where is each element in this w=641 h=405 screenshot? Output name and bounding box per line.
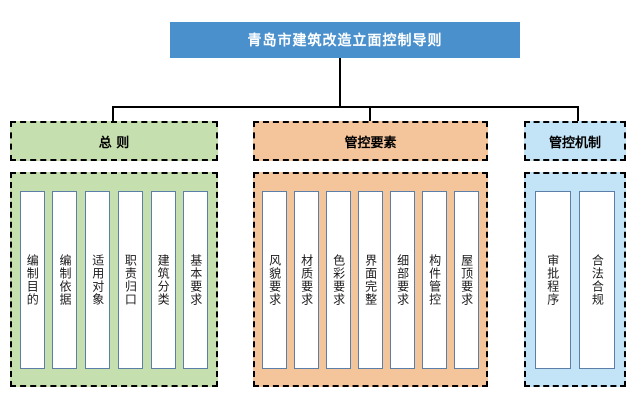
item-column[interactable]: 细部要求 [390, 190, 415, 369]
item-label: 构件管控 [427, 253, 442, 306]
connector-drop-control-mechanism [577, 106, 579, 122]
section-header-general-principles[interactable]: 总 则 [10, 121, 218, 161]
item-label: 审批程序 [545, 253, 560, 306]
item-column[interactable]: 色彩要求 [326, 190, 351, 369]
item-column[interactable]: 基本要求 [183, 190, 209, 369]
item-label: 编制依据 [57, 253, 72, 306]
item-label: 细部要求 [395, 253, 410, 306]
section-body-control-mechanism: 审批程序 合法合规 [524, 172, 626, 387]
item-column[interactable]: 适用对象 [85, 190, 111, 369]
item-label: 适用对象 [90, 253, 105, 306]
section-header-label: 管控机制 [548, 135, 601, 151]
section-header-label: 总 则 [98, 135, 130, 151]
connector-drop-general-principles [112, 106, 114, 122]
item-column[interactable]: 界面完整 [358, 190, 383, 369]
item-label: 职责归口 [123, 253, 138, 306]
section-header-control-mechanism[interactable]: 管控机制 [524, 121, 626, 161]
item-label: 基本要求 [188, 253, 203, 306]
item-label: 色彩要求 [331, 253, 346, 306]
connector-drop-control-elements [369, 106, 371, 122]
connector-trunk-vertical [339, 58, 341, 107]
section-body-control-elements: 风貌要求 材质要求 色彩要求 界面完整 细部要求 构件管控 屋顶要求 [253, 172, 488, 387]
item-label: 屋顶要求 [459, 253, 474, 306]
item-column[interactable]: 屋顶要求 [454, 190, 479, 369]
item-column[interactable]: 风貌要求 [262, 190, 287, 369]
item-label: 合法合规 [590, 253, 605, 306]
item-label: 界面完整 [363, 253, 378, 306]
item-column[interactable]: 编制目的 [19, 190, 45, 369]
item-column[interactable]: 编制依据 [52, 190, 78, 369]
connector-horizontal-bus [112, 106, 579, 108]
diagram-title-text: 青岛市建筑改造立面控制导则 [247, 33, 443, 49]
item-label: 风貌要求 [267, 253, 282, 306]
item-column[interactable]: 材质要求 [294, 190, 319, 369]
item-label: 编制目的 [25, 253, 40, 306]
item-column[interactable]: 构件管控 [422, 190, 447, 369]
section-body-general-principles: 编制目的 编制依据 适用对象 职责归口 建筑分类 基本要求 [10, 172, 218, 387]
item-column[interactable]: 审批程序 [534, 190, 571, 369]
section-header-label: 管控要素 [344, 135, 397, 151]
diagram-title-box: 青岛市建筑改造立面控制导则 [170, 22, 520, 58]
item-column[interactable]: 建筑分类 [150, 190, 176, 369]
item-label: 材质要求 [299, 253, 314, 306]
item-column[interactable]: 合法合规 [579, 190, 616, 369]
item-column[interactable]: 职责归口 [117, 190, 143, 369]
item-label: 建筑分类 [156, 253, 171, 306]
section-header-control-elements[interactable]: 管控要素 [253, 121, 488, 161]
